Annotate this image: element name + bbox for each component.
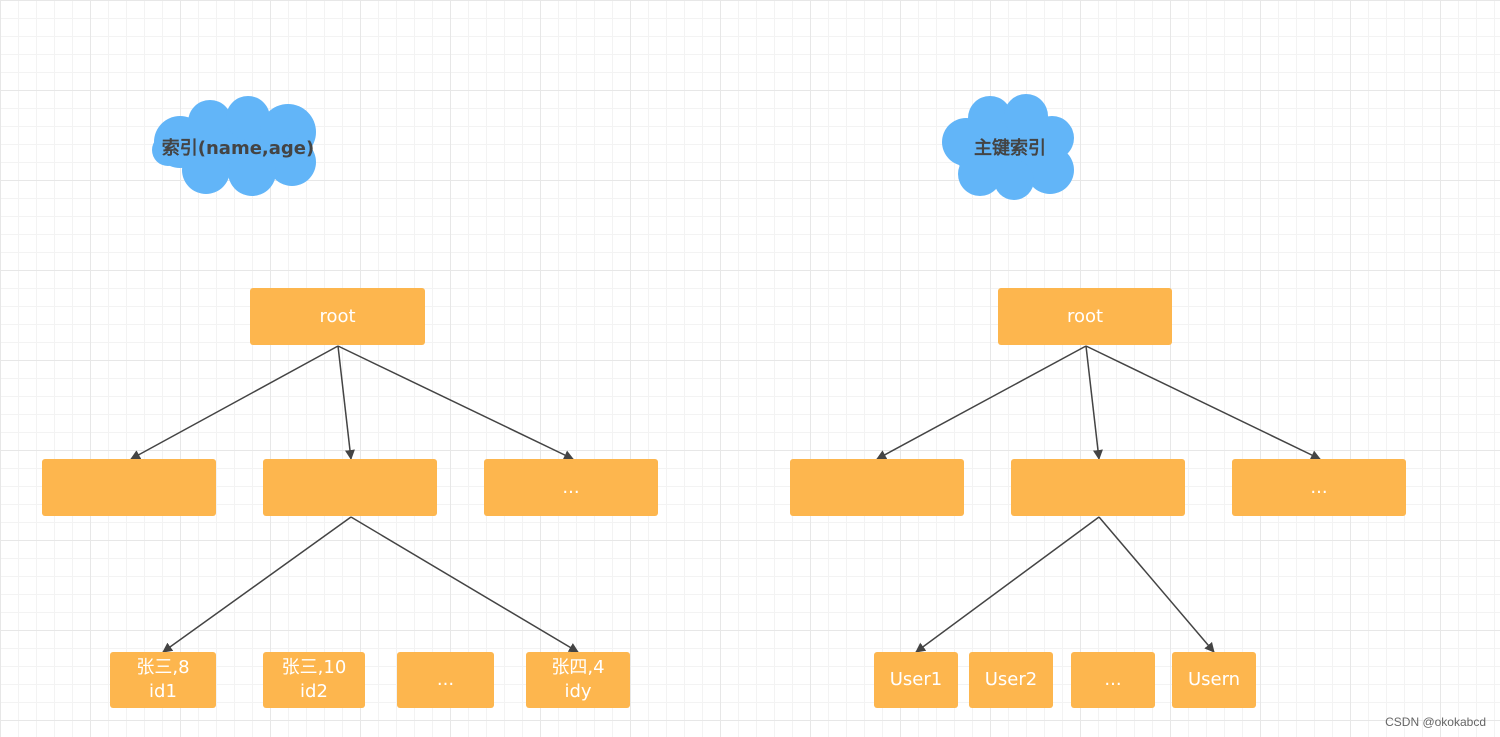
leaf-key: 张四,4: [551, 657, 605, 678]
leaf-id: idy: [564, 681, 592, 702]
right-leaf-node-3: ...: [1071, 652, 1155, 708]
leaf-key: 张三,8: [136, 657, 190, 678]
cloud-shape-left: [152, 96, 316, 196]
cloud-label-right: 主键索引: [974, 138, 1046, 159]
right-level1-node-3: ...: [1232, 459, 1406, 516]
edge-left-node2-to-leaf4: [350, 516, 579, 653]
edge-right-root-to-node2: [1085, 345, 1103, 460]
right-level1-node-2: [1011, 459, 1185, 516]
edge-right-node2-to-leaf1: [915, 516, 1100, 653]
left-level1-node-2: [263, 459, 437, 516]
left-leaf-node-1: 张三,8 id1: [110, 652, 216, 708]
watermark-text: CSDN @okokabcd: [1385, 715, 1486, 729]
left-leaf-node-2: 张三,10 id2: [263, 652, 365, 708]
right-leaf-node-4: Usern: [1172, 652, 1256, 708]
left-level1-node-3: ...: [484, 459, 658, 516]
right-root-node: root: [998, 288, 1172, 345]
leaf-key: 张三,10: [281, 657, 347, 678]
edge-right-root-to-node3: [1085, 345, 1321, 460]
edge-left-root-to-node1: [130, 345, 339, 460]
cloud-label-left: 索引(name,age): [161, 138, 315, 159]
right-level1-node-1: [790, 459, 964, 516]
edge-right-node2-to-leaf4: [1098, 516, 1215, 653]
left-leaf-node-3: ...: [397, 652, 494, 708]
right-leaf-node-2: User2: [969, 652, 1053, 708]
cloud-shape-right: [942, 94, 1074, 200]
left-root-node: root: [250, 288, 425, 345]
edge-left-root-to-node2: [337, 345, 355, 460]
left-leaf-node-4: 张四,4 idy: [526, 652, 630, 708]
edges-right: [876, 345, 1321, 653]
right-leaf-node-1: User1: [874, 652, 958, 708]
edge-left-root-to-node3: [337, 345, 574, 460]
left-level1-node-1: [42, 459, 216, 516]
leaf-id: id1: [149, 681, 177, 702]
edges-left: [130, 345, 579, 653]
edge-left-node2-to-leaf1: [162, 516, 352, 653]
leaf-id: id2: [300, 681, 328, 702]
leaf-key: ...: [436, 669, 455, 690]
edge-right-root-to-node1: [876, 345, 1087, 460]
